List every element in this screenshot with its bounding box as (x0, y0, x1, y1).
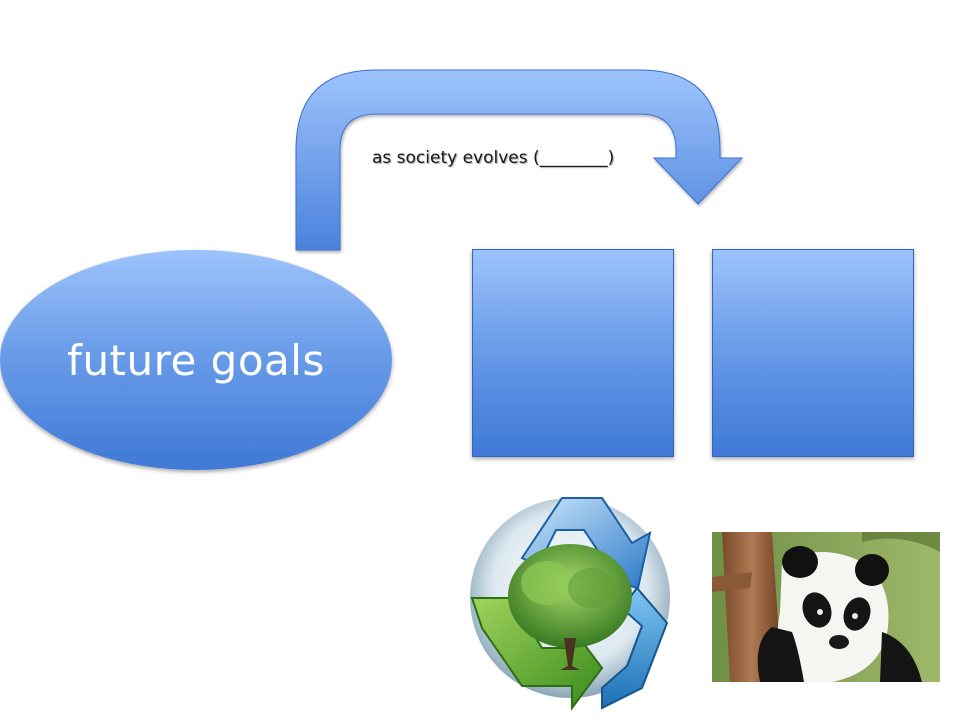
arrow-label: as society evolves (________) (372, 148, 615, 168)
future-goals-oval: future goals (0, 250, 392, 470)
panda-photo (712, 532, 940, 682)
goal-box-left (472, 249, 674, 457)
goal-box-right (712, 249, 914, 457)
recycle-tree-icon (470, 497, 670, 711)
oval-label: future goals (67, 335, 325, 385)
